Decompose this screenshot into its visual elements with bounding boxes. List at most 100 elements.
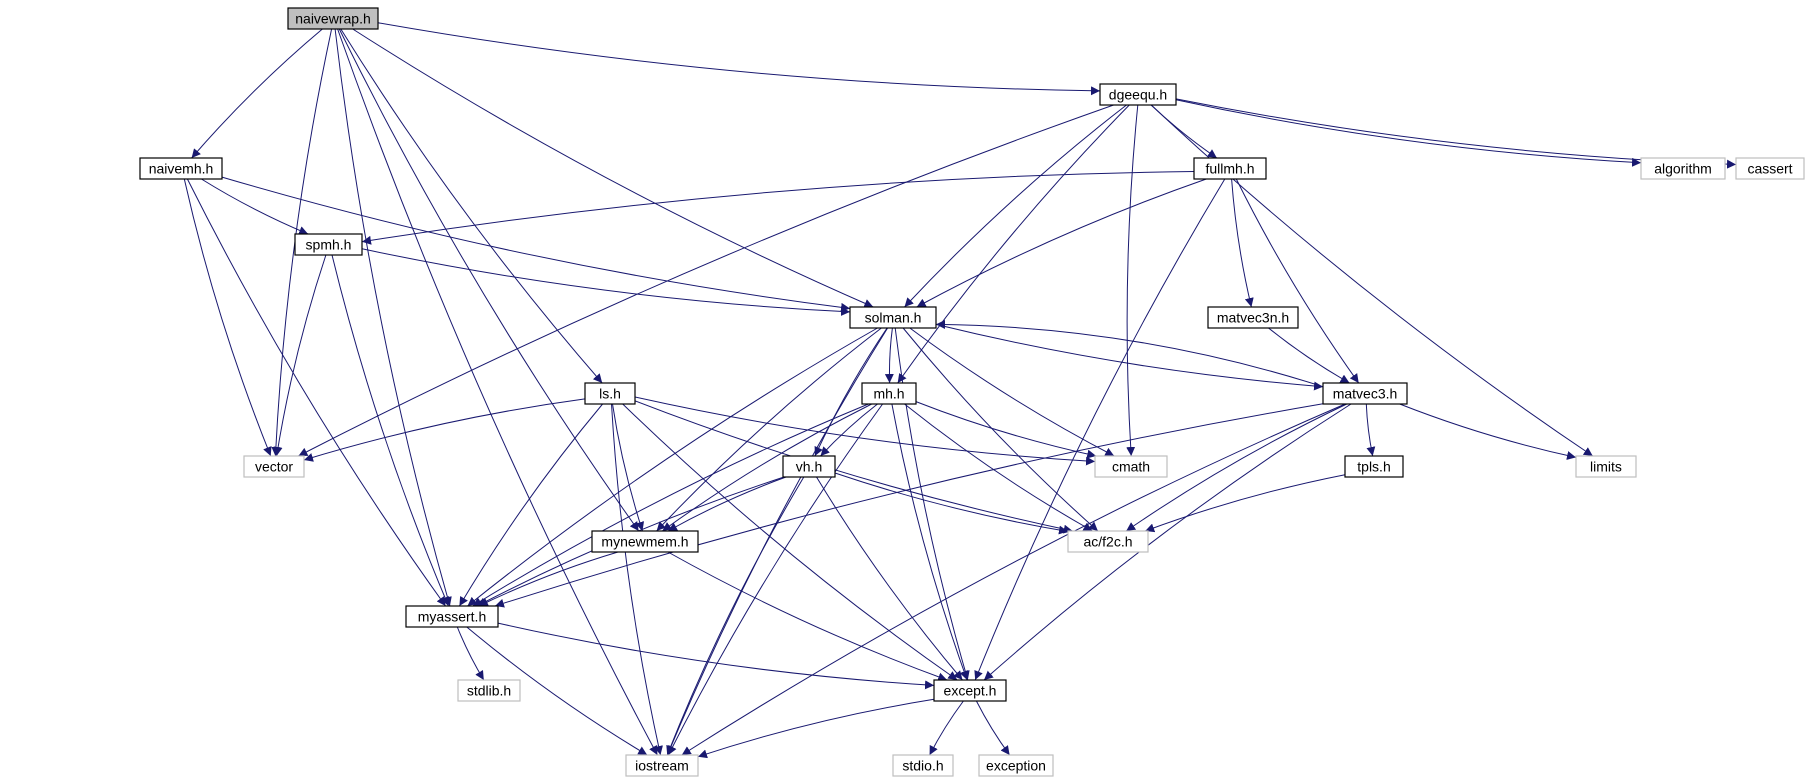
- edge-fullmh-to-matvec3n: [1231, 178, 1254, 308]
- edge-spmh-to-vector: [273, 254, 327, 457]
- node-cmath-box: [1094, 455, 1168, 478]
- node-except-label: except.h: [944, 683, 997, 699]
- node-naivewrap-label: naivewrap.h: [295, 11, 371, 27]
- edge-dgeequ-to-cmath: [1126, 104, 1139, 457]
- node-naivewrap[interactable]: naivewrap.h: [287, 7, 379, 30]
- edge-solman-to-iostream: [666, 327, 889, 756]
- node-iostream-label: iostream: [635, 758, 689, 774]
- edge-matvec3-to-tpls: [1365, 403, 1376, 457]
- node-spmh-box: [294, 233, 363, 256]
- edge-myassert-to-except: [497, 622, 935, 690]
- edge-solman-to-mh: [884, 327, 894, 384]
- edge-tpls-to-acf2c: [1145, 474, 1346, 533]
- edge-solman-to-myassert: [467, 327, 878, 607]
- node-cassert: cassert: [1735, 157, 1805, 180]
- node-stdio-box: [892, 754, 954, 777]
- node-mh-box: [861, 382, 917, 405]
- node-except-box: [933, 679, 1007, 702]
- node-ls-label: ls.h: [599, 386, 621, 402]
- node-tpls-label: tpls.h: [1357, 459, 1390, 475]
- node-algorithm: algorithm: [1640, 157, 1726, 180]
- node-exception-box: [978, 754, 1054, 777]
- node-tpls[interactable]: tpls.h: [1344, 455, 1404, 478]
- node-stdlib: stdlib.h: [457, 679, 521, 702]
- edge-mh-to-iostream: [667, 403, 884, 756]
- node-exception-label: exception: [986, 758, 1046, 774]
- node-matvec3n-label: matvec3n.h: [1217, 310, 1289, 326]
- edge-fullmh-to-spmh: [361, 171, 1195, 245]
- edge-ls-to-iostream: [611, 403, 663, 756]
- node-ls[interactable]: ls.h: [584, 382, 636, 405]
- node-mh-label: mh.h: [873, 386, 904, 402]
- node-cassert-label: cassert: [1747, 161, 1792, 177]
- edge-vh-to-iostream: [666, 476, 805, 756]
- node-limits-box: [1575, 455, 1637, 478]
- edge-mh-to-myassert: [472, 403, 869, 607]
- edge-spmh-to-myassert: [331, 254, 450, 607]
- edge-mynewmem-to-except: [667, 551, 948, 682]
- node-mynewmem[interactable]: mynewmem.h: [591, 530, 699, 553]
- node-acf2c-box: [1067, 530, 1149, 553]
- edge-naivemh-to-solman: [221, 176, 851, 312]
- edge-naivewrap-to-iostream: [337, 28, 658, 756]
- node-stdio-label: stdio.h: [902, 758, 943, 774]
- node-naivemh[interactable]: naivemh.h: [139, 157, 223, 180]
- node-matvec3-box: [1322, 382, 1408, 405]
- edge-ls-to-mynewmem: [612, 403, 645, 532]
- node-except[interactable]: except.h: [933, 679, 1007, 702]
- node-myassert-label: myassert.h: [418, 609, 486, 625]
- edge-dgeequ-to-algorithm: [1175, 99, 1642, 167]
- node-tpls-box: [1344, 455, 1404, 478]
- edge-solman-to-matvec3: [935, 323, 1324, 391]
- edge-ls-to-acf2c: [634, 400, 1073, 534]
- edge-except-to-stdio: [929, 700, 964, 756]
- node-vector-box: [243, 455, 305, 478]
- node-mh[interactable]: mh.h: [861, 382, 917, 405]
- edge-spmh-to-solman: [361, 248, 851, 316]
- node-matvec3[interactable]: matvec3.h: [1322, 382, 1408, 405]
- node-solman[interactable]: solman.h: [849, 306, 937, 329]
- node-limits: limits: [1575, 455, 1637, 478]
- edge-dgeequ-to-cassert: [1175, 98, 1737, 169]
- edge-except-to-iostream: [697, 698, 935, 759]
- edge-matvec3-to-limits: [1399, 403, 1577, 460]
- edge-dgeequ-to-mh: [897, 104, 1130, 384]
- node-dgeequ[interactable]: dgeequ.h: [1099, 83, 1177, 106]
- node-myassert[interactable]: myassert.h: [405, 605, 499, 628]
- edge-vh-to-mynewmem: [667, 476, 787, 532]
- edge-dgeequ-to-solman: [904, 104, 1127, 308]
- node-dgeequ-box: [1099, 83, 1177, 106]
- edge-vh-to-except: [816, 476, 963, 681]
- node-stdlib-label: stdlib.h: [467, 683, 511, 699]
- node-cassert-box: [1735, 157, 1805, 180]
- edge-matvec3n-to-matvec3: [1268, 327, 1350, 384]
- edge-fullmh-to-except: [974, 178, 1226, 681]
- node-spmh[interactable]: spmh.h: [294, 233, 363, 256]
- edge-naivemh-to-spmh: [201, 178, 309, 235]
- edge-myassert-to-iostream: [466, 626, 648, 756]
- node-ls-box: [584, 382, 636, 405]
- edge-solman-to-cmath: [909, 327, 1115, 457]
- node-matvec3-label: matvec3.h: [1333, 386, 1398, 402]
- edge-solman-to-acf2c: [902, 327, 1099, 532]
- edge-mh-to-vh: [820, 403, 878, 457]
- node-vh[interactable]: vh.h: [782, 455, 836, 478]
- edge-fullmh-to-solman: [916, 178, 1207, 308]
- node-cmath-label: cmath: [1112, 459, 1150, 475]
- node-vh-label: vh.h: [796, 459, 822, 475]
- node-fullmh-box: [1193, 157, 1267, 180]
- node-vector-label: vector: [255, 459, 293, 475]
- edge-matvec3-to-solman: [935, 319, 1324, 388]
- edge-dgeequ-to-fullmh: [1150, 104, 1218, 159]
- node-iostream: iostream: [625, 754, 699, 777]
- edge-matvec3-to-iostream: [681, 403, 1346, 756]
- node-naivemh-label: naivemh.h: [149, 161, 214, 177]
- node-matvec3n[interactable]: matvec3n.h: [1207, 306, 1299, 329]
- node-naivemh-box: [139, 157, 223, 180]
- node-cmath: cmath: [1094, 455, 1168, 478]
- edge-mh-to-mynewmem: [662, 403, 872, 532]
- node-fullmh-label: fullmh.h: [1205, 161, 1254, 177]
- node-matvec3n-box: [1207, 306, 1299, 329]
- node-fullmh[interactable]: fullmh.h: [1193, 157, 1267, 180]
- node-solman-box: [849, 306, 937, 329]
